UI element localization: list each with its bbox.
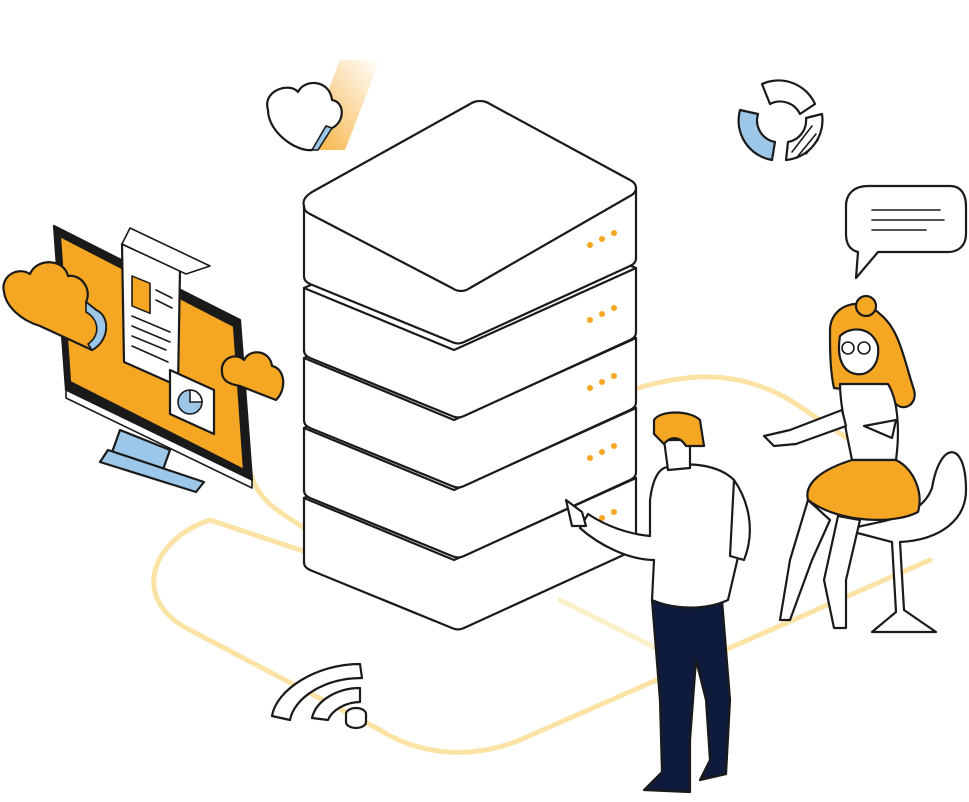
man-figure — [564, 411, 751, 794]
woman-figure — [762, 294, 968, 634]
speech-bubble-icon — [844, 184, 968, 280]
pie-chart-icon — [168, 368, 216, 436]
server-rack-icon — [302, 99, 638, 631]
indicator-lights — [587, 230, 617, 527]
server-unit — [302, 99, 638, 345]
wifi-icon — [270, 662, 368, 730]
cloud-icon — [2, 261, 285, 402]
cloud-icon — [266, 60, 380, 152]
donut-chart-icon — [737, 79, 824, 162]
document-icon — [120, 227, 211, 388]
